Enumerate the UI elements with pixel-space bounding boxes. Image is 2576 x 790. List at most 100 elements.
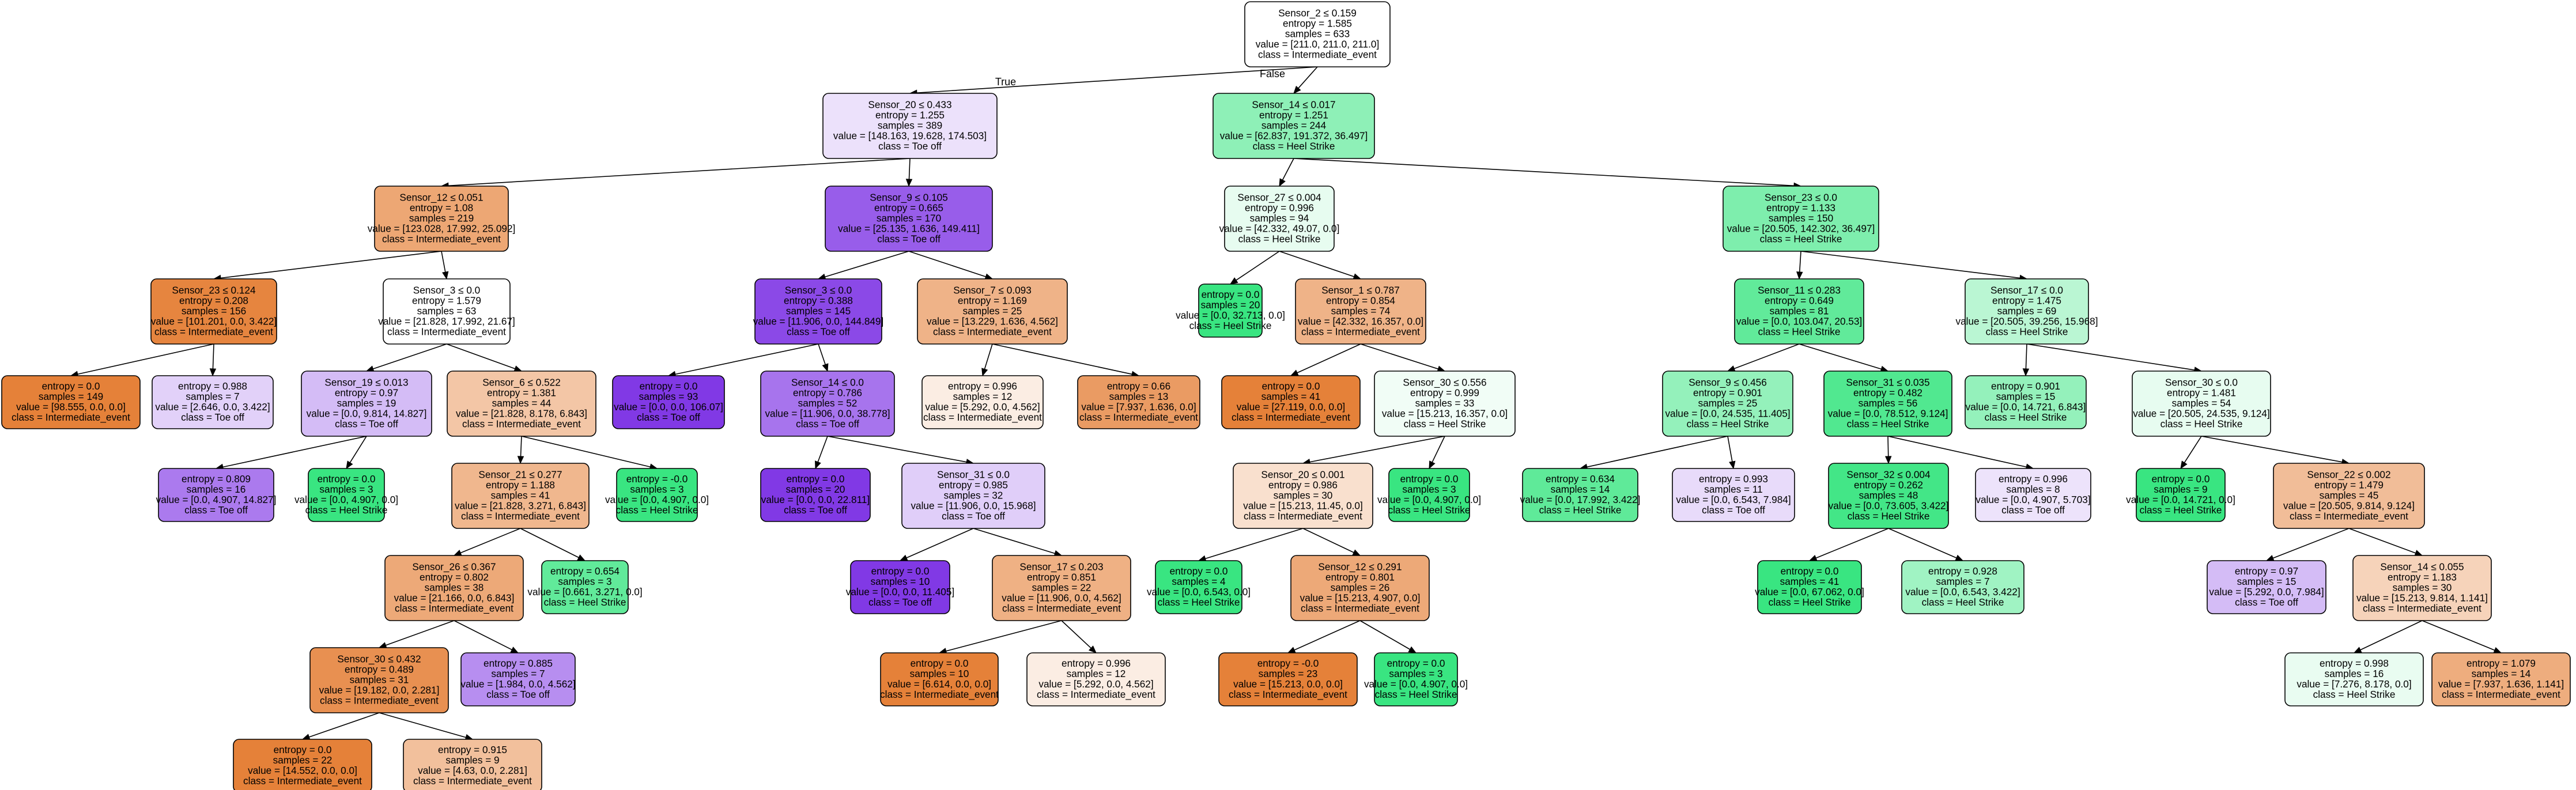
node-text-line: value = [0.0, 67.062, 0.0]	[1755, 586, 1864, 598]
node-box	[1828, 463, 1949, 529]
node-text-line: entropy = 0.482	[1853, 387, 1922, 399]
node-text-line: value = [0.661, 3.271, 0.0]	[527, 586, 642, 598]
node-text-line: entropy = 0.0	[1170, 565, 1228, 577]
node-text-line: samples = 4	[1172, 576, 1226, 587]
node-text-line: value = [0.0, 73.605, 3.422]	[1829, 500, 1949, 512]
node-text-line: value = [20.505, 9.814, 9.124]	[2283, 500, 2415, 512]
node-box	[921, 375, 1044, 429]
node-text-line: value = [101.201, 0.0, 3.422]	[151, 316, 277, 327]
edge-line	[1587, 436, 1728, 468]
node-text-line: class = Intermediate_event	[462, 418, 581, 430]
edge-arrowhead	[2180, 460, 2188, 470]
edge-26-39	[1884, 436, 1892, 464]
node-text-line: samples = 389	[878, 120, 942, 131]
edge-line	[520, 436, 522, 457]
node-text-line: class = Heel Strike	[2140, 504, 2222, 516]
node-text-line: samples = 16	[2325, 668, 2384, 679]
node-text-line: Sensor_30 ≤ 0.0	[2165, 377, 2238, 388]
node-text-line: value = [5.292, 0.0, 4.562]	[925, 401, 1040, 413]
node-box	[233, 739, 372, 790]
node-box	[1077, 375, 1200, 429]
node-text-line: class = Intermediate_event	[1232, 411, 1350, 423]
node-text-line: entropy = 0.0	[274, 744, 332, 755]
node-box	[1965, 375, 2087, 429]
node-text-line: entropy = 0.996	[948, 380, 1017, 392]
node-text-line: entropy = 1.481	[2167, 387, 2236, 399]
edge-arrowhead	[442, 271, 449, 280]
edge-label-true: True	[995, 76, 1016, 88]
node-text-line: entropy = 0.901	[1991, 380, 2060, 392]
node-text-line: samples = 7	[1936, 576, 1989, 587]
node-text-line: entropy = 1.133	[1766, 202, 1835, 214]
node-text-line: class = Heel Strike	[1847, 418, 1929, 430]
node-text-line: samples = 3	[1389, 668, 1442, 679]
node-text-line: entropy = 0.996	[1062, 657, 1131, 669]
edge-line	[2025, 343, 2027, 369]
edge-line	[1887, 436, 2027, 468]
node-text-line: value = [4.63, 0.0, 2.281]	[418, 765, 527, 776]
node-text-line: entropy = 0.0	[1400, 473, 1459, 485]
node-text-line: entropy = -0.0	[626, 473, 688, 485]
node-text-line: samples = 156	[182, 305, 246, 317]
edge-arrowhead	[1293, 85, 1301, 94]
node-box	[1522, 468, 1638, 522]
edge-10-21	[981, 343, 993, 377]
node-text-line: class = Intermediate_event	[461, 511, 580, 522]
edge-6-13	[1796, 251, 1803, 280]
node-text-line: Sensor_23 ≤ 0.0	[1765, 192, 1837, 203]
node-text-line: entropy = 0.915	[438, 744, 507, 755]
edge-line	[1298, 66, 1318, 89]
edge-arrowhead	[981, 368, 988, 377]
node-text-line: value = [11.906, 0.0, 144.849]	[753, 316, 884, 327]
node-box	[158, 468, 274, 522]
node-text-line: value = [98.555, 0.0, 0.0]	[16, 401, 126, 413]
node-box	[901, 463, 1045, 529]
edge-line	[908, 251, 986, 277]
edge-line	[1279, 251, 1354, 277]
edge-line	[1236, 251, 1280, 281]
node-text-line: class = Heel Strike	[1189, 320, 1272, 331]
node-text-line: class = Heel Strike	[1158, 596, 1240, 608]
node-text-line: samples = 633	[1285, 28, 1350, 40]
edge-line	[386, 620, 455, 646]
edge-line	[220, 251, 442, 279]
node-text-line: Sensor_31 ≤ 0.035	[1846, 377, 1929, 388]
node-text-line: Sensor_14 ≤ 0.055	[2380, 561, 2464, 573]
node-text-line: Sensor_11 ≤ 0.283	[1758, 285, 1841, 296]
edge-line	[1799, 251, 1801, 273]
edge-25-38	[1727, 436, 1736, 470]
node-box	[301, 371, 432, 437]
node-text-line: samples = 93	[639, 391, 698, 402]
node-box	[1757, 560, 1862, 614]
node-text-line: class = Intermediate_event	[1079, 411, 1198, 423]
node-text-line: class = Intermediate_event	[1037, 689, 1155, 700]
node-text-line: samples = 12	[1067, 668, 1126, 679]
node-text-line: Sensor_12 ≤ 0.291	[1318, 561, 1402, 573]
edge-20-33	[815, 436, 828, 470]
edge-line	[2184, 436, 2202, 463]
node-text-line: value = [211.0, 211.0, 211.0]	[1256, 39, 1380, 50]
node-text-line: Sensor_9 ≤ 0.105	[870, 192, 948, 203]
node-text-line: class = Heel Strike	[305, 504, 388, 516]
node-text-line: value = [0.0, 4.907, 14.827]	[156, 494, 277, 505]
edge-39-49	[1808, 528, 1889, 561]
node-text-line: Sensor_17 ≤ 0.203	[1019, 561, 1103, 573]
edge-line	[825, 251, 909, 278]
node-text-line: class = Heel Strike	[1985, 411, 2067, 423]
node-text-line: class = Intermediate_event	[933, 326, 1052, 338]
node-text-line: value = [7.937, 1.636, 1.141]	[2438, 678, 2564, 690]
node-text-line: samples = 44	[492, 398, 552, 409]
edge-0-2	[1293, 66, 1318, 94]
